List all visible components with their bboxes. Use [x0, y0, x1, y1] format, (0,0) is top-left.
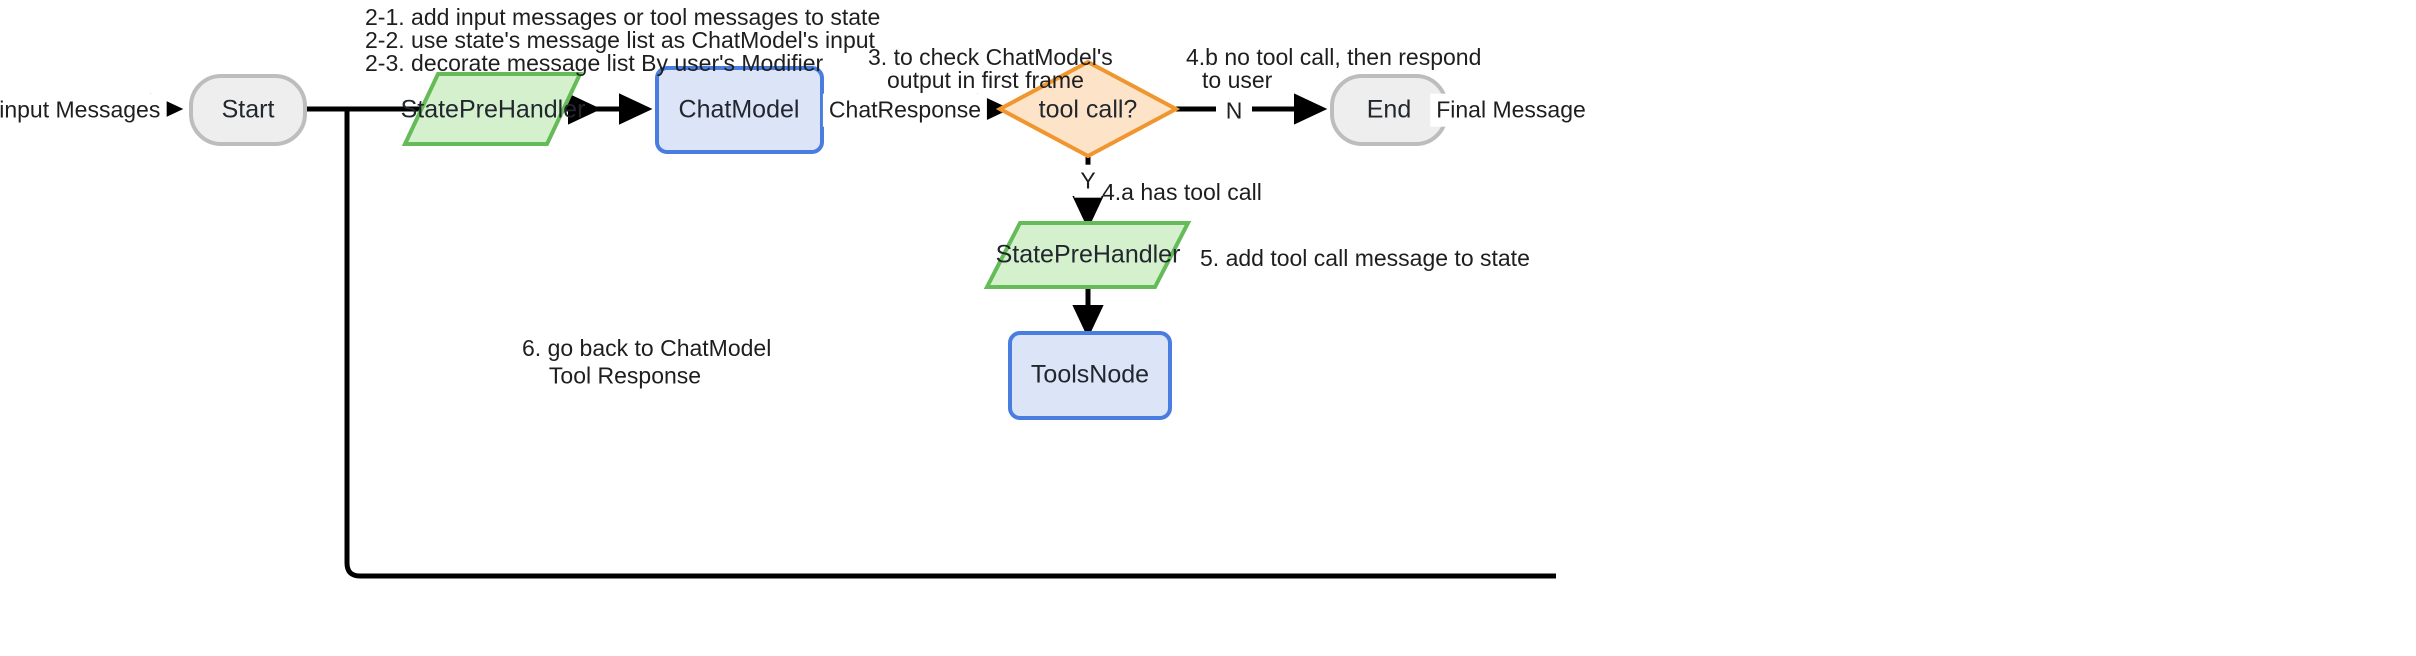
node-start-label: Start [221, 95, 275, 124]
node-end-label: End [1366, 95, 1412, 124]
node-tool-call-decision-label: tool call? [1038, 95, 1138, 124]
annotation-step-3-line-1: 3. to check ChatModel's [868, 44, 1113, 70]
edge-loop-back-to-chatmodel [344, 109, 1556, 579]
node-tools-node-label: ToolsNode [1030, 360, 1150, 389]
edge-label-chat-response: ChatResponse [822, 93, 988, 127]
node-state-pre-handler-bottom-label: StatePreHandler [995, 240, 1181, 269]
annotation-step-6: 6. go back to ChatModel [522, 335, 772, 361]
node-start[interactable] [189, 74, 307, 146]
node-state-pre-handler-top-label: StatePreHandler [400, 95, 586, 124]
annotation-step-3-line-2: output in first frame [887, 67, 1084, 93]
node-tool-call-decision[interactable] [995, 59, 1181, 159]
edge-label-final-message: Final Message [1430, 93, 1592, 127]
node-chat-model-label: ChatModel [678, 95, 800, 124]
node-state-pre-handler-top[interactable] [401, 72, 584, 146]
annotation-step-2-2: 2-2. use state's message list as ChatMod… [365, 27, 875, 53]
annotation-step-4b-line-1: 4.b no tool call, then respond [1186, 44, 1482, 70]
edge-label-no-branch: N [1219, 94, 1249, 128]
edge-label-tool-response: Tool Response [542, 359, 708, 393]
annotation-step-5: 5. add tool call message to state [1200, 245, 1530, 271]
annotation-step-4a: 4.a has tool call [1102, 179, 1262, 205]
edge-label-input-messages: 1. input Messages [0, 93, 167, 127]
annotation-step-2-1: 2-1. add input messages or tool messages… [365, 4, 881, 30]
node-chat-model[interactable] [655, 66, 824, 154]
edge-label-yes-branch: Y [1074, 164, 1102, 198]
node-state-pre-handler-bottom[interactable] [983, 221, 1192, 289]
node-tools-node[interactable] [1008, 331, 1172, 420]
annotation-step-2-3: 2-3. decorate message list By user's Mod… [365, 50, 824, 76]
annotation-step-4b-line-2: to user [1202, 67, 1273, 93]
